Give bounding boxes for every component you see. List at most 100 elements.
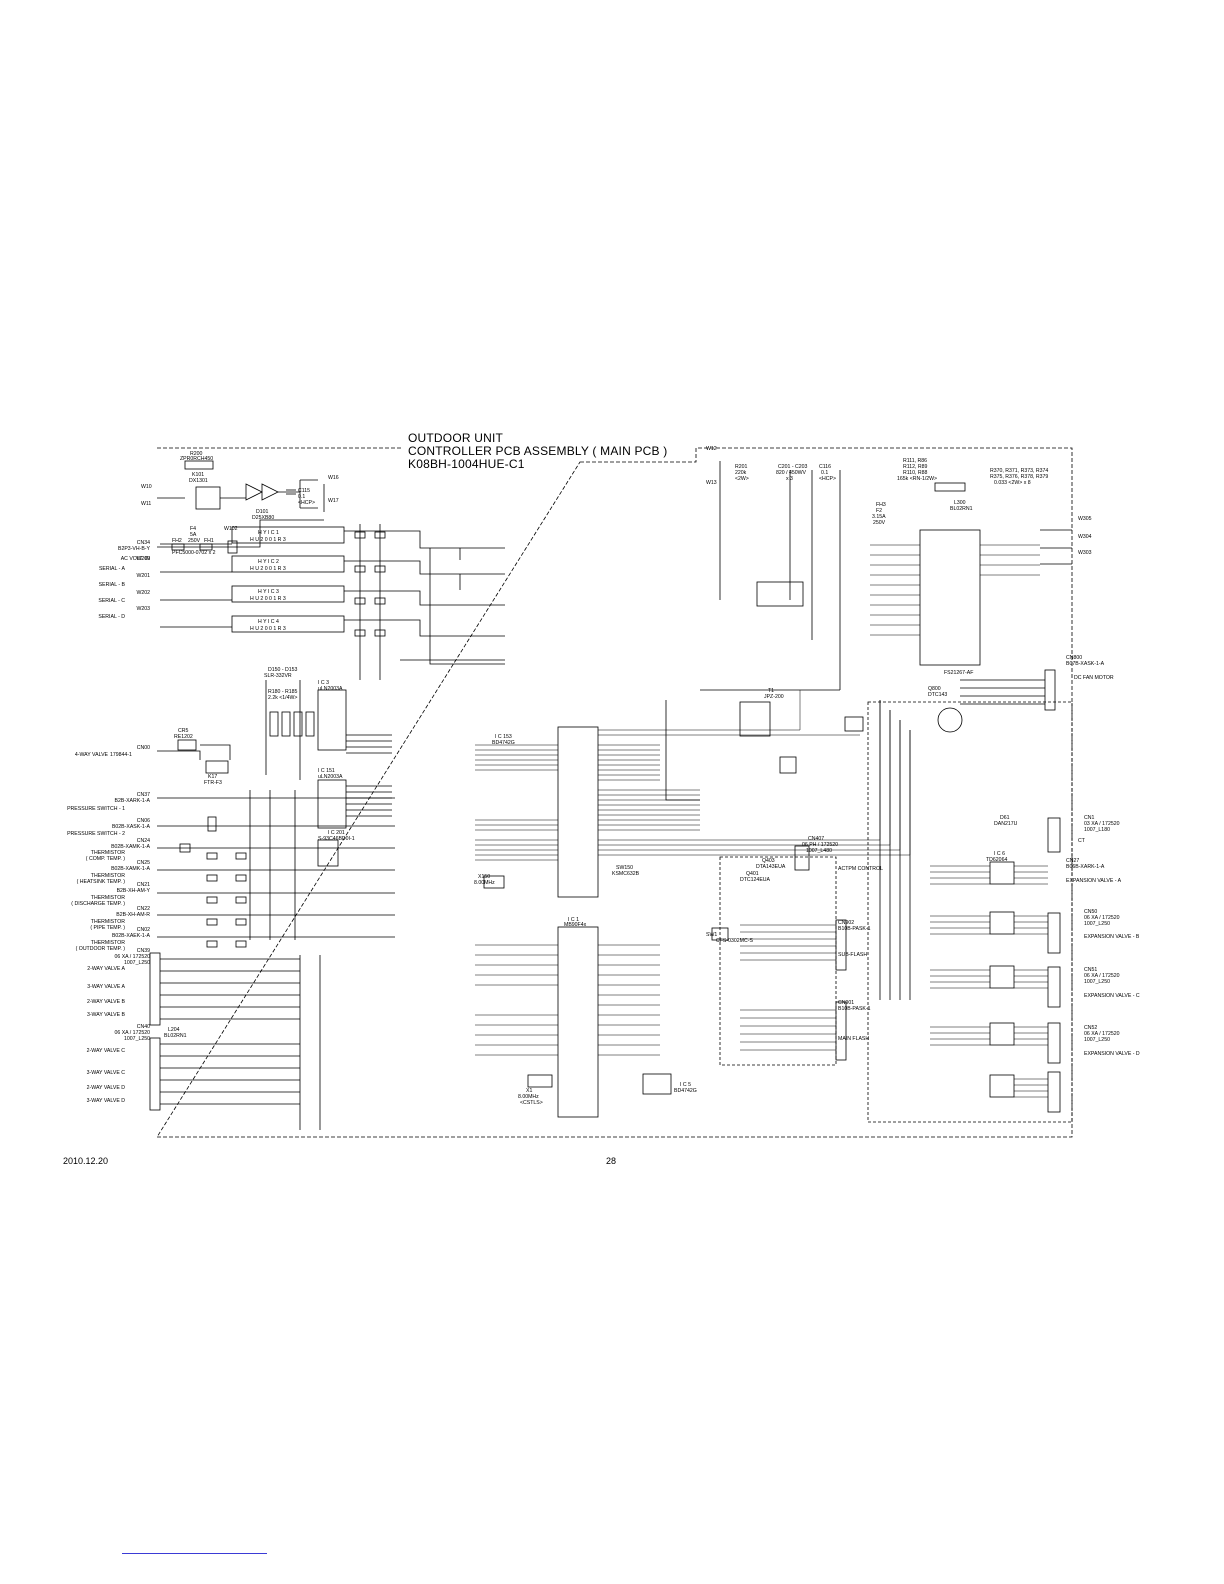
relay-k101 — [195, 486, 221, 510]
bridge-d61-d62 — [756, 581, 804, 607]
connector-cn901-body — [835, 1001, 847, 1061]
label-x1: X1 — [526, 1088, 533, 1094]
label-r110-r88: R110, R88 — [903, 470, 928, 476]
label-cn02: CN02 — [136, 927, 150, 933]
label-ic6: I C 6 — [994, 851, 1005, 857]
label-cn1-part2: 1007_L180 — [1084, 827, 1110, 833]
label-d101: D101 — [256, 509, 269, 515]
label-cn00: CN00 — [136, 745, 150, 751]
label-c201-value: 820 / 450WV — [776, 470, 806, 476]
label-four-way-valve: 4-WAY VALVE — [74, 752, 108, 758]
label-r201-value: 220k — [735, 470, 747, 476]
diagram-title-outdoor-unit: OUTDOOR UNIT — [408, 431, 504, 445]
label-3way-valve-b: 3-WAY VALVE B — [86, 1012, 125, 1018]
label-f2: F2 — [876, 508, 883, 514]
label-cn50-part2: 1007_L250 — [1084, 921, 1110, 927]
label-k17-value: FTR-F3 — [204, 780, 222, 786]
label-w305: W305 — [1078, 516, 1092, 522]
label-cn50: CN50 — [1084, 909, 1098, 915]
label-w201: W201 — [136, 573, 150, 579]
label-cn22: CN22 — [136, 906, 150, 912]
label-actpm-control: ACTPM CONTROL — [838, 866, 883, 872]
label-f4-rating: 5A — [190, 532, 197, 538]
crystal-x150 — [483, 875, 505, 889]
label-ic153: I C 153 — [495, 734, 512, 740]
label-c116: C116 — [819, 464, 832, 470]
label-3way-valve-a: 3-WAY VALVE A — [87, 984, 125, 990]
label-fh3: FH3 — [876, 502, 886, 508]
connector-cn1-body — [1047, 817, 1061, 853]
label-cn02-part: B02B-XAEK-1-A — [111, 933, 150, 939]
label-2way-valve-a: 2-WAY VALVE A — [87, 966, 125, 972]
label-w13: W13 — [706, 480, 717, 486]
label-thermistor-pipe: THERMISTOR — [90, 919, 125, 925]
label-c115-type: <HCP> — [298, 500, 316, 506]
label-q800: Q800 — [928, 686, 941, 692]
ic1-mcu-upper-body — [557, 726, 599, 898]
ic3-body — [317, 689, 347, 751]
label-r112-r89: R112, R89 — [903, 464, 928, 470]
label-hyic1: H Y I C 1 — [258, 530, 279, 536]
footer-link-underline — [122, 1553, 267, 1554]
label-thermistor-heatsink-desc: ( HEATSINK TEMP. ) — [76, 879, 125, 885]
label-cn52-part2: 1007_L250 — [1084, 1037, 1110, 1043]
label-t1: T1 — [768, 688, 775, 694]
label-cn1-part: 03 XA / 172520 — [1084, 821, 1120, 827]
label-cn25-part: B02B-XAMK-1-A — [111, 866, 150, 872]
label-sub-flash: SUB-FLASH — [838, 952, 868, 958]
bridge-d101 — [245, 483, 279, 501]
connector-cn50-body — [1047, 912, 1061, 954]
label-serial-c: SERIAL - C — [98, 598, 125, 604]
label-l204: L204 — [168, 1027, 180, 1033]
label-q800-value: DTC143 — [928, 692, 948, 698]
label-r201-power: <2W> — [735, 476, 749, 482]
footer-date: 2010.12.20 — [63, 1156, 109, 1166]
ic-ct-driver — [989, 861, 1015, 885]
label-r375: R375, R376, R378, R379 — [990, 474, 1049, 480]
label-r180-value: 2.2k <1/4W> — [268, 695, 298, 701]
label-cn51: CN51 — [1084, 967, 1098, 973]
label-fh2: FH2 — [172, 538, 182, 544]
label-cn50-part: 06 XA / 172520 — [1084, 915, 1120, 921]
label-ac-volt-in: AC VOLT. IN — [120, 556, 150, 562]
label-ic201: I C 201 — [328, 830, 345, 836]
crystal-x1 — [527, 1074, 553, 1088]
label-serial-a: SERIAL - A — [98, 566, 125, 572]
diagram-title-controller-pcb: CONTROLLER PCB ASSEMBLY ( MAIN PCB ) — [408, 444, 668, 458]
label-cn51-part2: 1007_L250 — [1084, 979, 1110, 985]
label-cn407: CN407 — [808, 836, 825, 842]
connector-cn40-body — [149, 1037, 161, 1111]
label-r370: R370, R371, R373, R374 — [990, 468, 1049, 474]
label-w10: W10 — [141, 484, 152, 490]
transformer-t1 — [739, 701, 771, 737]
label-w303: W303 — [1078, 550, 1092, 556]
label-2way-valve-b: 2-WAY VALVE B — [86, 999, 125, 1005]
label-cn52: CN52 — [1084, 1025, 1098, 1031]
ic151-body — [317, 779, 347, 829]
label-serial-d: SERIAL - D — [98, 614, 125, 620]
label-cr5-value: RE1202 — [174, 734, 193, 740]
label-cn901: CN901 — [838, 1000, 855, 1006]
ic5-body — [642, 1073, 672, 1095]
label-ic151-value: uLN2003A — [318, 774, 343, 780]
label-cn37-part: B2B-XARK-1-A — [114, 798, 150, 804]
label-k101-value: DX1301 — [189, 478, 208, 484]
label-q401-value: DTC124EUA — [740, 877, 770, 883]
label-cn39-part: 06 XA / 172520 — [114, 954, 150, 960]
label-sw1: SW1 — [706, 932, 718, 938]
label-cn00-part: 179844-1 — [110, 752, 132, 758]
label-thermistor-pipe-desc: ( PIPE TEMP. ) — [90, 925, 125, 931]
footer-page-number: 28 — [606, 1156, 617, 1166]
label-cn27: CN27 — [1066, 858, 1080, 864]
label-ct: CT — [1078, 838, 1085, 844]
label-cn27-part: B06B-XARK-1-A — [1066, 864, 1105, 870]
label-q403-value: DTA143EUA — [756, 864, 786, 870]
sub-board-outline-right — [867, 701, 1073, 1123]
label-thermistor-comp: THERMISTOR — [90, 850, 125, 856]
label-fs21267: FS21267-AF — [944, 670, 974, 676]
diagram-title-part-number: K08BH-1004HUE-C1 — [408, 457, 525, 471]
label-x1-type: <CSTLS> — [520, 1100, 543, 1106]
label-c201: C201 - C203 — [778, 464, 808, 470]
label-ic201-value: S-93C46BD0I-1 — [318, 836, 355, 842]
